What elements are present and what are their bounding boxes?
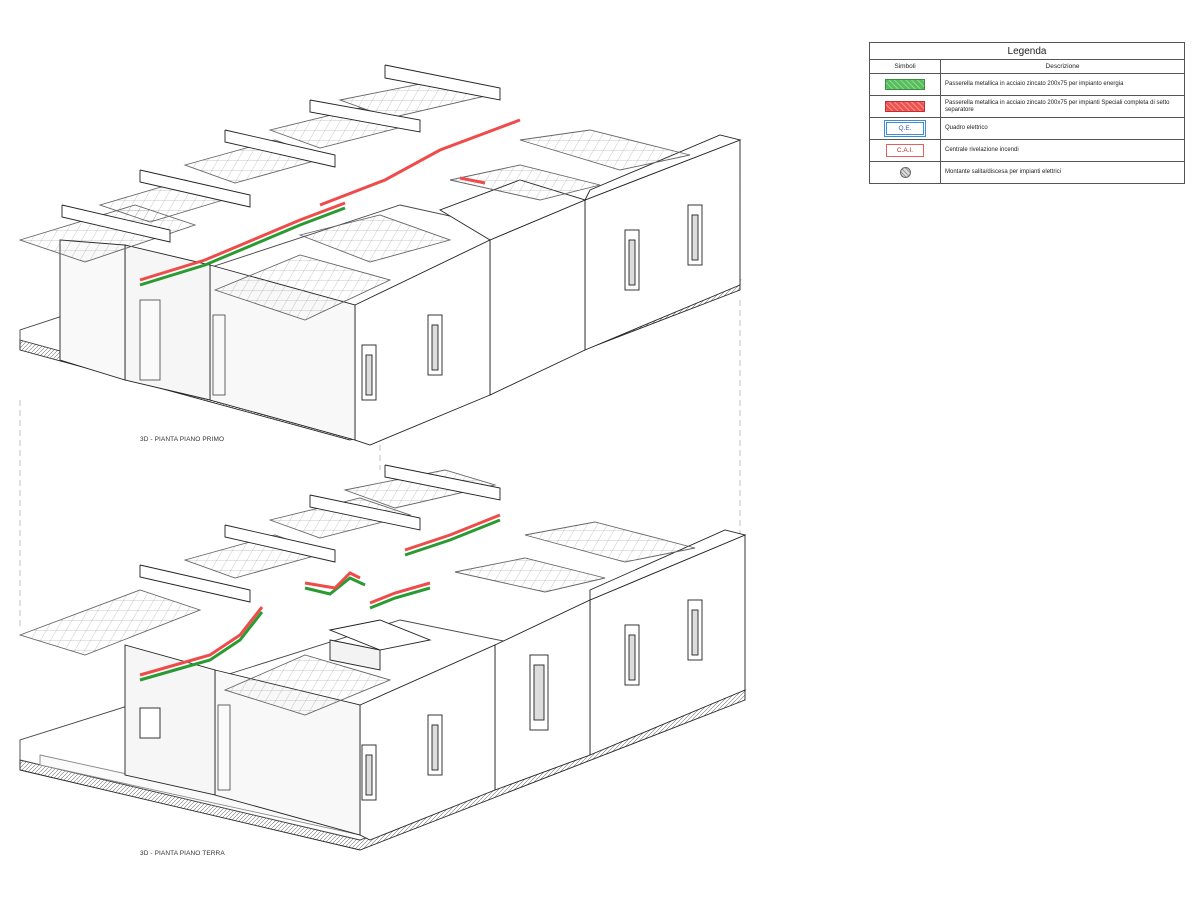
legend-description: Centrale rivelazione incendi	[945, 147, 1019, 153]
lower-building	[18, 464, 747, 851]
legend-row: Q.E. Quadro elettrico	[870, 118, 1184, 140]
legend-col-symbols: Simboli	[870, 60, 941, 73]
legend-description: Montante salita/discesa per impianti ele…	[945, 169, 1062, 175]
legend-row: C.A.I. Centrale rivelazione incendi	[870, 140, 1184, 162]
special-tray-icon	[885, 101, 925, 112]
upper-plan-caption: 3D - PIANTA PIANO PRIMO	[140, 436, 225, 443]
legend-header: Simboli Descrizione	[870, 60, 1184, 74]
legend-description: Passerella metallica in acciaio zincato …	[945, 99, 1170, 113]
legend-row: Montante salita/discesa per impianti ele…	[870, 162, 1184, 183]
legend-row: Passerella metallica in acciaio zincato …	[870, 96, 1184, 118]
cai-box-icon: C.A.I.	[886, 144, 924, 157]
energy-tray-icon	[885, 79, 925, 90]
legend-table: Legenda Simboli Descrizione Passerella m…	[869, 42, 1185, 184]
legend-title: Legenda	[870, 43, 1184, 60]
projection-lines	[19, 300, 741, 630]
lower-plan-caption: 3D - PIANTA PIANO TERRA	[140, 850, 225, 857]
legend-description: Passerella metallica in acciaio zincato …	[945, 81, 1124, 87]
legend-row: Passerella metallica in acciaio zincato …	[870, 74, 1184, 96]
legend-description: Quadro elettrico	[945, 125, 988, 131]
upper-building	[18, 64, 742, 446]
legend-col-description: Descrizione	[1045, 63, 1080, 70]
riser-icon	[899, 167, 911, 178]
qe-box-icon: Q.E.	[884, 120, 926, 137]
